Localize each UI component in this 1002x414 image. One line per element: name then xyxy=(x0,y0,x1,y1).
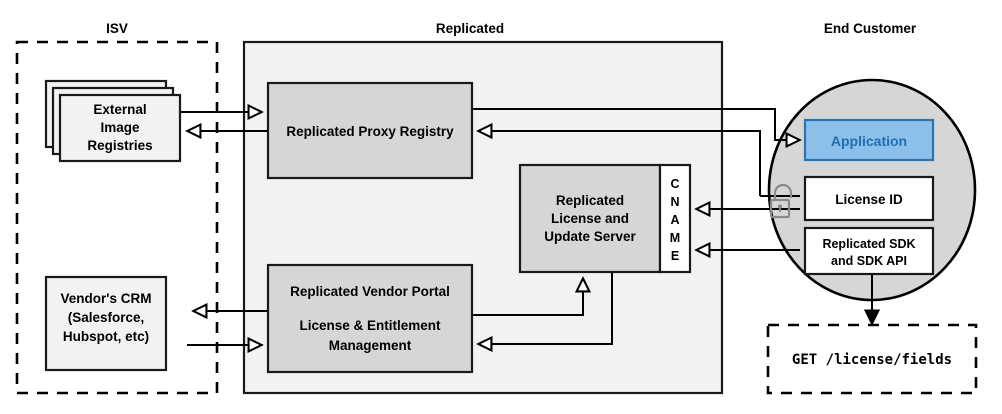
cname-letter-3: M xyxy=(670,231,680,245)
external-registries-line-1: External xyxy=(93,102,146,117)
vendor-portal-line-1: Replicated Vendor Portal xyxy=(290,284,450,299)
vendor-portal-line-3: Management xyxy=(329,338,412,353)
vendor-portal-box xyxy=(266,263,474,374)
region-boundary-isv xyxy=(15,40,219,395)
external-registries-line-3: Registries xyxy=(87,138,152,153)
region-title-isv: ISV xyxy=(106,21,128,36)
replicated-sdk-box xyxy=(803,226,935,276)
cname-letter-2: A xyxy=(670,213,679,227)
api-call-boundary xyxy=(766,323,978,395)
cname-letter-4: E xyxy=(671,249,679,263)
region-title-replicated: Replicated xyxy=(436,21,504,36)
vendor-portal-line-2: License & Entitlement xyxy=(299,318,441,333)
replicated-sdk-line-1: Replicated SDK xyxy=(822,237,915,251)
cname-letter-0: C xyxy=(670,177,679,191)
vendors-crm-line-1: Vendor's CRM xyxy=(61,291,152,306)
edge-proxy-to-application xyxy=(472,108,800,140)
node-replicated-sdk[interactable]: Replicated SDK and SDK API xyxy=(803,226,935,276)
node-vendors-crm[interactable]: Vendor's CRM (Salesforce, Hubspot, etc) xyxy=(44,275,168,372)
cname-strip-box xyxy=(658,163,692,274)
node-external-image-registries[interactable]: External Image Registries xyxy=(44,79,182,163)
node-cname-strip[interactable]: C N A M E xyxy=(658,163,692,274)
node-replicated-license-and-update-server[interactable]: Replicated License and Update Server xyxy=(518,163,662,274)
vendors-crm-box xyxy=(44,275,168,372)
license-update-server-line-2: License and xyxy=(551,211,629,226)
replicated-sdk-line-2: and SDK API xyxy=(831,254,907,268)
cname-letter-1: N xyxy=(670,195,679,209)
proxy-registry-label: Replicated Proxy Registry xyxy=(286,124,454,139)
application-box xyxy=(803,118,935,162)
license-update-server-line-3: Update Server xyxy=(544,229,636,244)
edge-portal-to-license-server xyxy=(472,278,583,316)
license-id-box xyxy=(803,175,935,222)
license-update-server-line-1: Replicated xyxy=(556,193,624,208)
vendors-crm-line-3: Hubspot, etc) xyxy=(63,329,149,344)
license-update-server-box xyxy=(518,163,662,274)
proxy-registry-box xyxy=(266,81,474,180)
registry-stack-front xyxy=(58,93,182,163)
edge-license-server-to-portal xyxy=(478,272,613,344)
edge-application-to-proxy xyxy=(478,131,761,196)
license-id-label: License ID xyxy=(835,192,903,207)
unlocked-padlock-icon xyxy=(769,183,793,219)
node-application[interactable]: Application xyxy=(803,118,935,162)
node-replicated-proxy-registry[interactable]: Replicated Proxy Registry xyxy=(266,81,474,180)
node-api-call[interactable]: GET /license/fields xyxy=(766,323,978,395)
node-license-id[interactable]: License ID xyxy=(803,175,935,222)
node-replicated-vendor-portal[interactable]: Replicated Vendor Portal License & Entit… xyxy=(266,263,474,374)
region-title-end-customer: End Customer xyxy=(824,21,917,36)
external-registries-line-2: Image xyxy=(100,120,140,135)
api-call-label: GET /license/fields xyxy=(792,352,952,368)
vendors-crm-line-2: (Salesforce, xyxy=(68,310,145,325)
application-label: Application xyxy=(831,133,907,149)
